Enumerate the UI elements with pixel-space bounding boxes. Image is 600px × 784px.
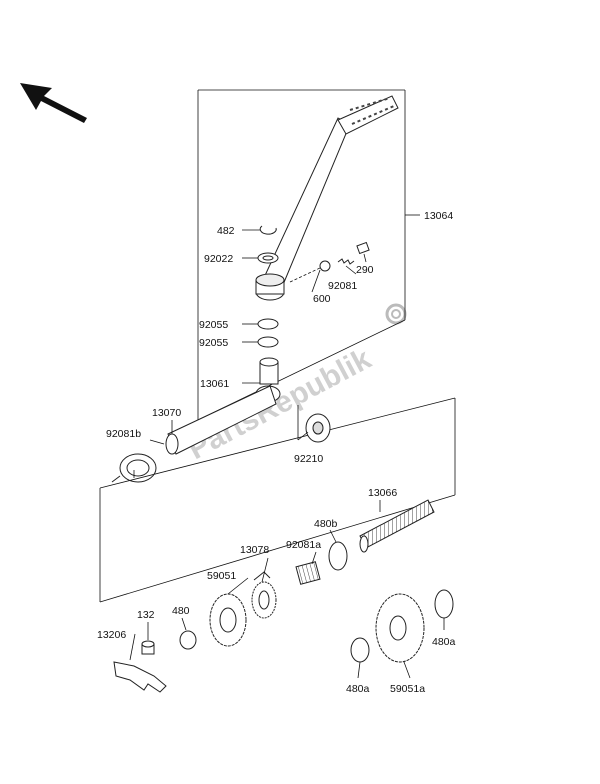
pin-290 — [356, 241, 370, 255]
label-13206: 13206 — [97, 629, 126, 641]
label-480a-bottom: 480a — [346, 683, 370, 695]
label-13070: 13070 — [152, 407, 181, 419]
label-13064: 13064 — [424, 210, 453, 222]
label-92055-lower: 92055 — [199, 337, 228, 349]
label-59051a: 59051a — [390, 683, 425, 695]
label-13066: 13066 — [368, 487, 397, 499]
label-92022: 92022 — [204, 253, 233, 265]
label-480: 480 — [172, 605, 190, 617]
gear-icon — [385, 303, 407, 325]
label-480b: 480b — [314, 518, 338, 530]
label-482: 482 — [217, 225, 235, 237]
ratchet-13078 — [251, 571, 277, 619]
label-132: 132 — [137, 609, 155, 621]
front-direction-arrow-icon — [20, 83, 87, 123]
washer-92022 — [257, 252, 279, 264]
label-92081: 92081 — [328, 280, 357, 292]
return-spring-92081b — [111, 453, 157, 483]
spring-92081a — [295, 561, 321, 585]
label-92055-upper: 92055 — [199, 319, 228, 331]
kick-pedal-lever — [255, 95, 399, 301]
circlip-480a-right — [434, 589, 454, 619]
oring-92055-upper — [257, 318, 279, 330]
watermark: PartsRepublik — [183, 342, 377, 466]
label-13078: 13078 — [240, 544, 269, 556]
bracket-13206 — [113, 661, 167, 693]
leader-lines — [129, 229, 445, 679]
label-480a-right: 480a — [432, 636, 456, 648]
circlip-480 — [179, 630, 197, 650]
ball-600 — [289, 260, 331, 283]
shaft-assembly-frame — [99, 397, 456, 603]
bolt-132 — [141, 640, 155, 655]
cap-92210 — [297, 405, 331, 443]
label-59051: 59051 — [207, 570, 236, 582]
circlip-480b — [328, 541, 348, 571]
shaft-13066 — [359, 499, 435, 553]
label-92081a: 92081a — [286, 539, 321, 551]
circlip-480a-bottom — [350, 637, 370, 663]
oring-92055-lower — [257, 336, 279, 348]
gear-59051a — [375, 593, 425, 663]
label-92081b: 92081b — [106, 428, 141, 440]
circlip-482 — [259, 225, 277, 235]
label-290: 290 — [356, 264, 374, 276]
label-13061: 13061 — [200, 378, 229, 390]
label-92210: 92210 — [294, 453, 323, 465]
gear-59051 — [209, 593, 247, 647]
spring-92081 — [337, 258, 355, 265]
label-600: 600 — [313, 293, 331, 305]
